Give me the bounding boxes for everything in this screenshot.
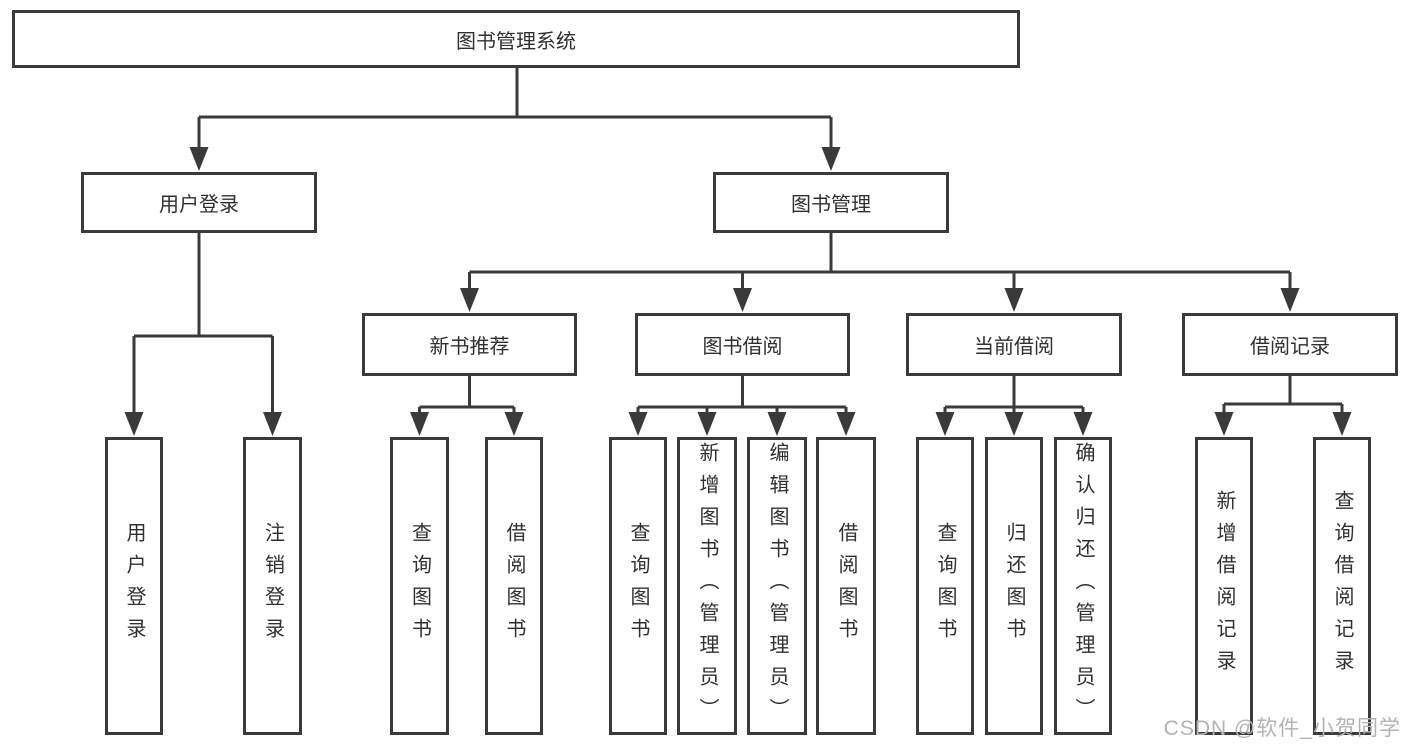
- connector-book-mgmt-children: [468, 233, 1292, 292]
- leaf-add-books-admin: 新增图书（管理员）: [677, 437, 737, 735]
- leaf-query-books-recommend: 查询图书: [390, 437, 449, 735]
- connector-current-borrow-children: [943, 376, 1085, 416]
- connector-borrow-record-children: [1222, 376, 1344, 416]
- node-user-login: 用户登录: [81, 172, 317, 233]
- node-borrowing-records: 借阅记录: [1182, 313, 1398, 376]
- leaf-borrow-books: 借阅图书: [816, 437, 876, 735]
- leaf-query-borrow-record: 查询借阅记录: [1313, 437, 1371, 735]
- leaf-query-books-current: 查询图书: [916, 437, 974, 735]
- leaf-logout: 注销登录: [243, 437, 302, 735]
- connector-root-to-level2: [197, 68, 833, 151]
- connector-book-borrow-children: [636, 376, 848, 416]
- leaf-return-books: 归还图书: [985, 437, 1043, 735]
- node-root-library-system: 图书管理系统: [12, 10, 1020, 68]
- leaf-query-books-borrow: 查询图书: [609, 437, 667, 735]
- node-new-book-recommendation: 新书推荐: [362, 313, 577, 376]
- node-book-borrowing: 图书借阅: [635, 313, 850, 376]
- leaf-add-borrow-record: 新增借阅记录: [1195, 437, 1253, 735]
- connector-new-book-children: [418, 376, 516, 416]
- leaf-confirm-return-admin: 确认归还（管理员）: [1054, 437, 1112, 735]
- leaf-borrow-books-recommend: 借阅图书: [485, 437, 543, 735]
- node-current-borrowing: 当前借阅: [906, 313, 1122, 376]
- connector-user-login-children: [132, 233, 274, 416]
- node-book-management: 图书管理: [713, 172, 949, 233]
- leaf-edit-books-admin: 编辑图书（管理员）: [747, 437, 807, 735]
- leaf-user-login: 用户登录: [105, 437, 163, 735]
